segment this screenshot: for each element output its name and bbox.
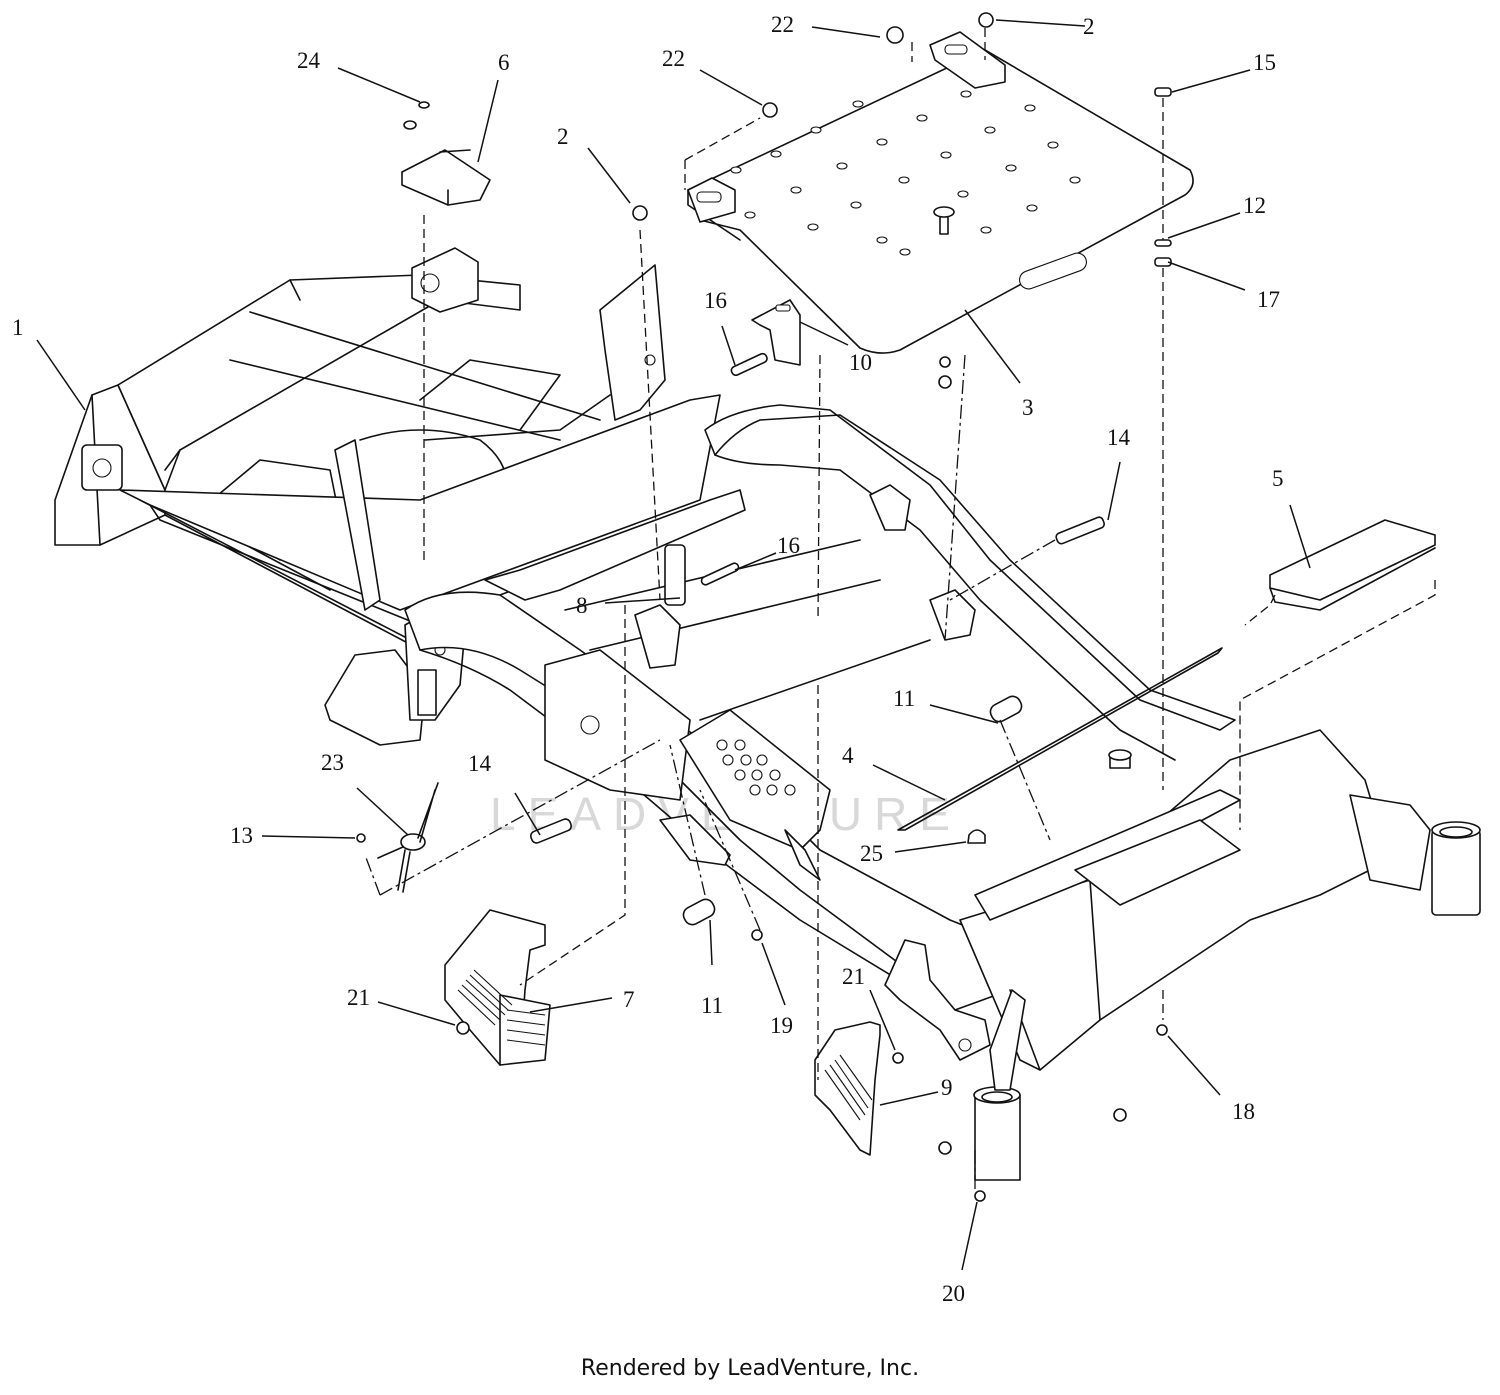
callout-23: 23 [321,750,344,775]
callout-14: 14 [468,751,492,776]
part-4-strip [897,647,1223,831]
callout-18: 18 [1232,1099,1255,1124]
front-frame-assembly [54,247,721,746]
main-frame-rails [404,404,1481,1181]
pins-and-bolts [356,12,1172,1202]
callout-15: 15 [1253,50,1276,75]
callout-21: 21 [842,964,865,989]
part-6-bracket [401,101,491,206]
callout-leaders [36,19,1311,1271]
callout-labels: 1 2 2 3 4 5 6 7 8 9 10 11 11 12 13 14 14… [12,12,1284,1306]
callout-16: 16 [777,533,800,558]
callout-9: 9 [941,1075,953,1100]
callout-17: 17 [1257,287,1280,312]
part-23-wire-tie [377,782,439,893]
callout-4: 4 [842,743,854,768]
part-5-cover [1269,519,1436,611]
callout-5: 5 [1272,466,1284,491]
callout-11: 11 [893,686,915,711]
callout-12: 12 [1243,193,1266,218]
callout-1: 1 [12,315,24,340]
callout-21: 21 [347,985,370,1010]
callout-14: 14 [1107,425,1131,450]
callout-8: 8 [576,593,588,618]
callout-24: 24 [297,48,321,73]
callout-10: 10 [849,350,872,375]
seat-plate [687,31,1194,354]
callout-20: 20 [942,1281,965,1306]
seat-plate-holes [730,90,1081,256]
callout-22: 22 [662,46,685,71]
callout-25: 25 [860,841,883,866]
callout-22: 22 [771,12,794,37]
callout-19: 19 [770,1013,793,1038]
callout-13: 13 [230,823,253,848]
callout-11: 11 [701,993,723,1018]
callout-2: 2 [1083,14,1095,39]
callout-7: 7 [623,987,635,1012]
callout-3: 3 [1022,395,1034,420]
part-9-guard [814,1021,881,1156]
footer-credit: Rendered by LeadVenture, Inc. [580,1356,920,1381]
assembly-centerlines [364,28,1436,1190]
part-10-bracket [751,299,801,366]
callout-2: 2 [557,124,569,149]
callout-16: 16 [704,288,727,313]
foot-tray-holes [716,739,796,796]
callout-6: 6 [498,50,510,75]
part-7-guard [444,909,551,1066]
